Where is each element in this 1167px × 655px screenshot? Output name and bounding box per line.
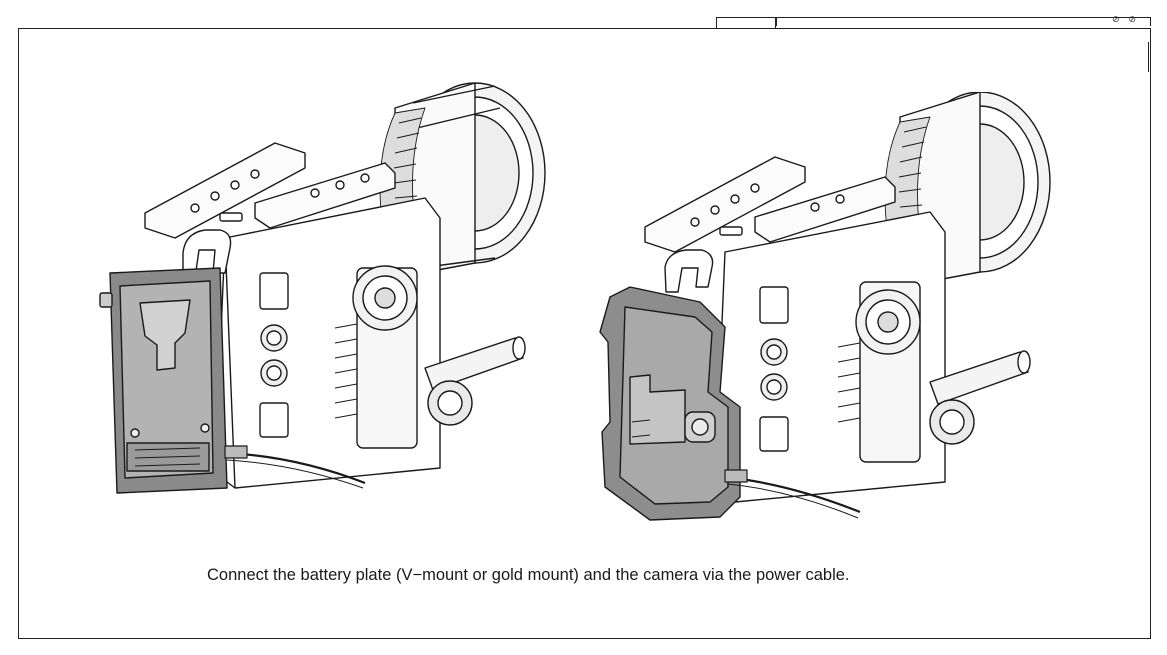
instruction-caption: Connect the battery plate (V−mount or go… <box>207 566 850 584</box>
rod-and-rosette <box>929 350 1031 445</box>
power-cable <box>224 445 366 489</box>
header-bar <box>776 17 1151 26</box>
top-cage-plate <box>644 156 896 253</box>
top-handle <box>182 229 232 279</box>
camera-body <box>214 197 441 489</box>
gold-mount-plate <box>599 286 741 521</box>
rod-and-rosette <box>424 336 526 426</box>
camera-body <box>714 211 946 503</box>
page-frame <box>18 28 1151 639</box>
camera-illustration-goldmount <box>599 92 1051 521</box>
corner-marks: ⊘ ⊘ <box>1112 15 1139 25</box>
edge-tick <box>1148 42 1149 72</box>
top-cage-plate <box>144 142 396 239</box>
power-cable <box>724 469 861 519</box>
v-mount-plate <box>99 267 228 494</box>
top-handle <box>664 249 714 293</box>
camera-illustration-vmount <box>99 82 546 494</box>
header-tab <box>716 17 776 29</box>
